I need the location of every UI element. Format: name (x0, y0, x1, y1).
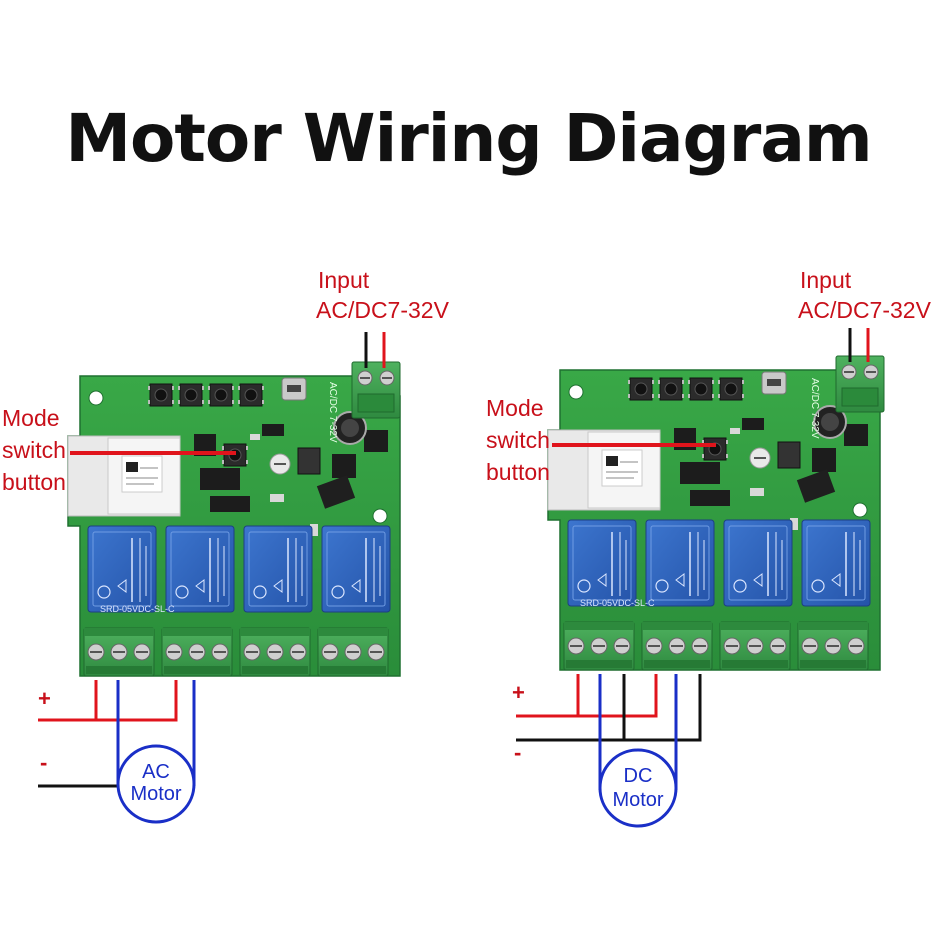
right-mode-label-line3: button (486, 459, 550, 485)
left-minus-label: - (40, 750, 47, 775)
left-ac-motor-symbol (116, 744, 196, 824)
right-relay-board: AC/DC 7-32V (548, 355, 885, 670)
right-minus-label: - (514, 740, 521, 765)
left-motor-label-line1: AC (142, 761, 170, 783)
left-mode-label-line3: button (2, 469, 66, 495)
left-input-label-line2: AC/DC7-32V (316, 297, 450, 323)
right-dc-motor-symbol (598, 748, 678, 828)
right-plus-label: + (512, 680, 525, 705)
right-minus-wire-a (516, 674, 626, 742)
diagram-title: Motor Wiring Diagram (65, 100, 872, 177)
right-minus-wire-b (624, 674, 702, 742)
right-board-silk-label: AC/DC 7-32V (809, 378, 820, 439)
right-motor-label-line2: Motor (612, 789, 663, 811)
right-plus-wire-a (516, 674, 580, 718)
right-mode-label-line1: Mode (486, 395, 544, 421)
left-input-label-line1: Input (318, 267, 370, 293)
right-input-label-line2: AC/DC7-32V (798, 297, 932, 323)
right-mode-label-line2: switch (486, 427, 550, 453)
right-input-label-line1: Input (800, 267, 852, 293)
left-relay-part-label: SRD-05VDC-SL-C (100, 604, 175, 614)
left-mode-label-line2: switch (2, 437, 66, 463)
left-mode-label-line1: Mode (2, 405, 60, 431)
left-motor-label-line2: Motor (130, 783, 181, 805)
left-board-silk-label: AC/DC 7-32V (327, 382, 338, 443)
right-relay-part-label: SRD-05VDC-SL-C (580, 598, 655, 608)
right-motor-label-line1: DC (624, 765, 653, 787)
left-plus-label: + (38, 686, 51, 711)
left-relay-board: AC/DC 7-32V (68, 361, 401, 676)
left-plus-wire-b (96, 680, 178, 722)
right-plus-wire-b (578, 674, 658, 718)
